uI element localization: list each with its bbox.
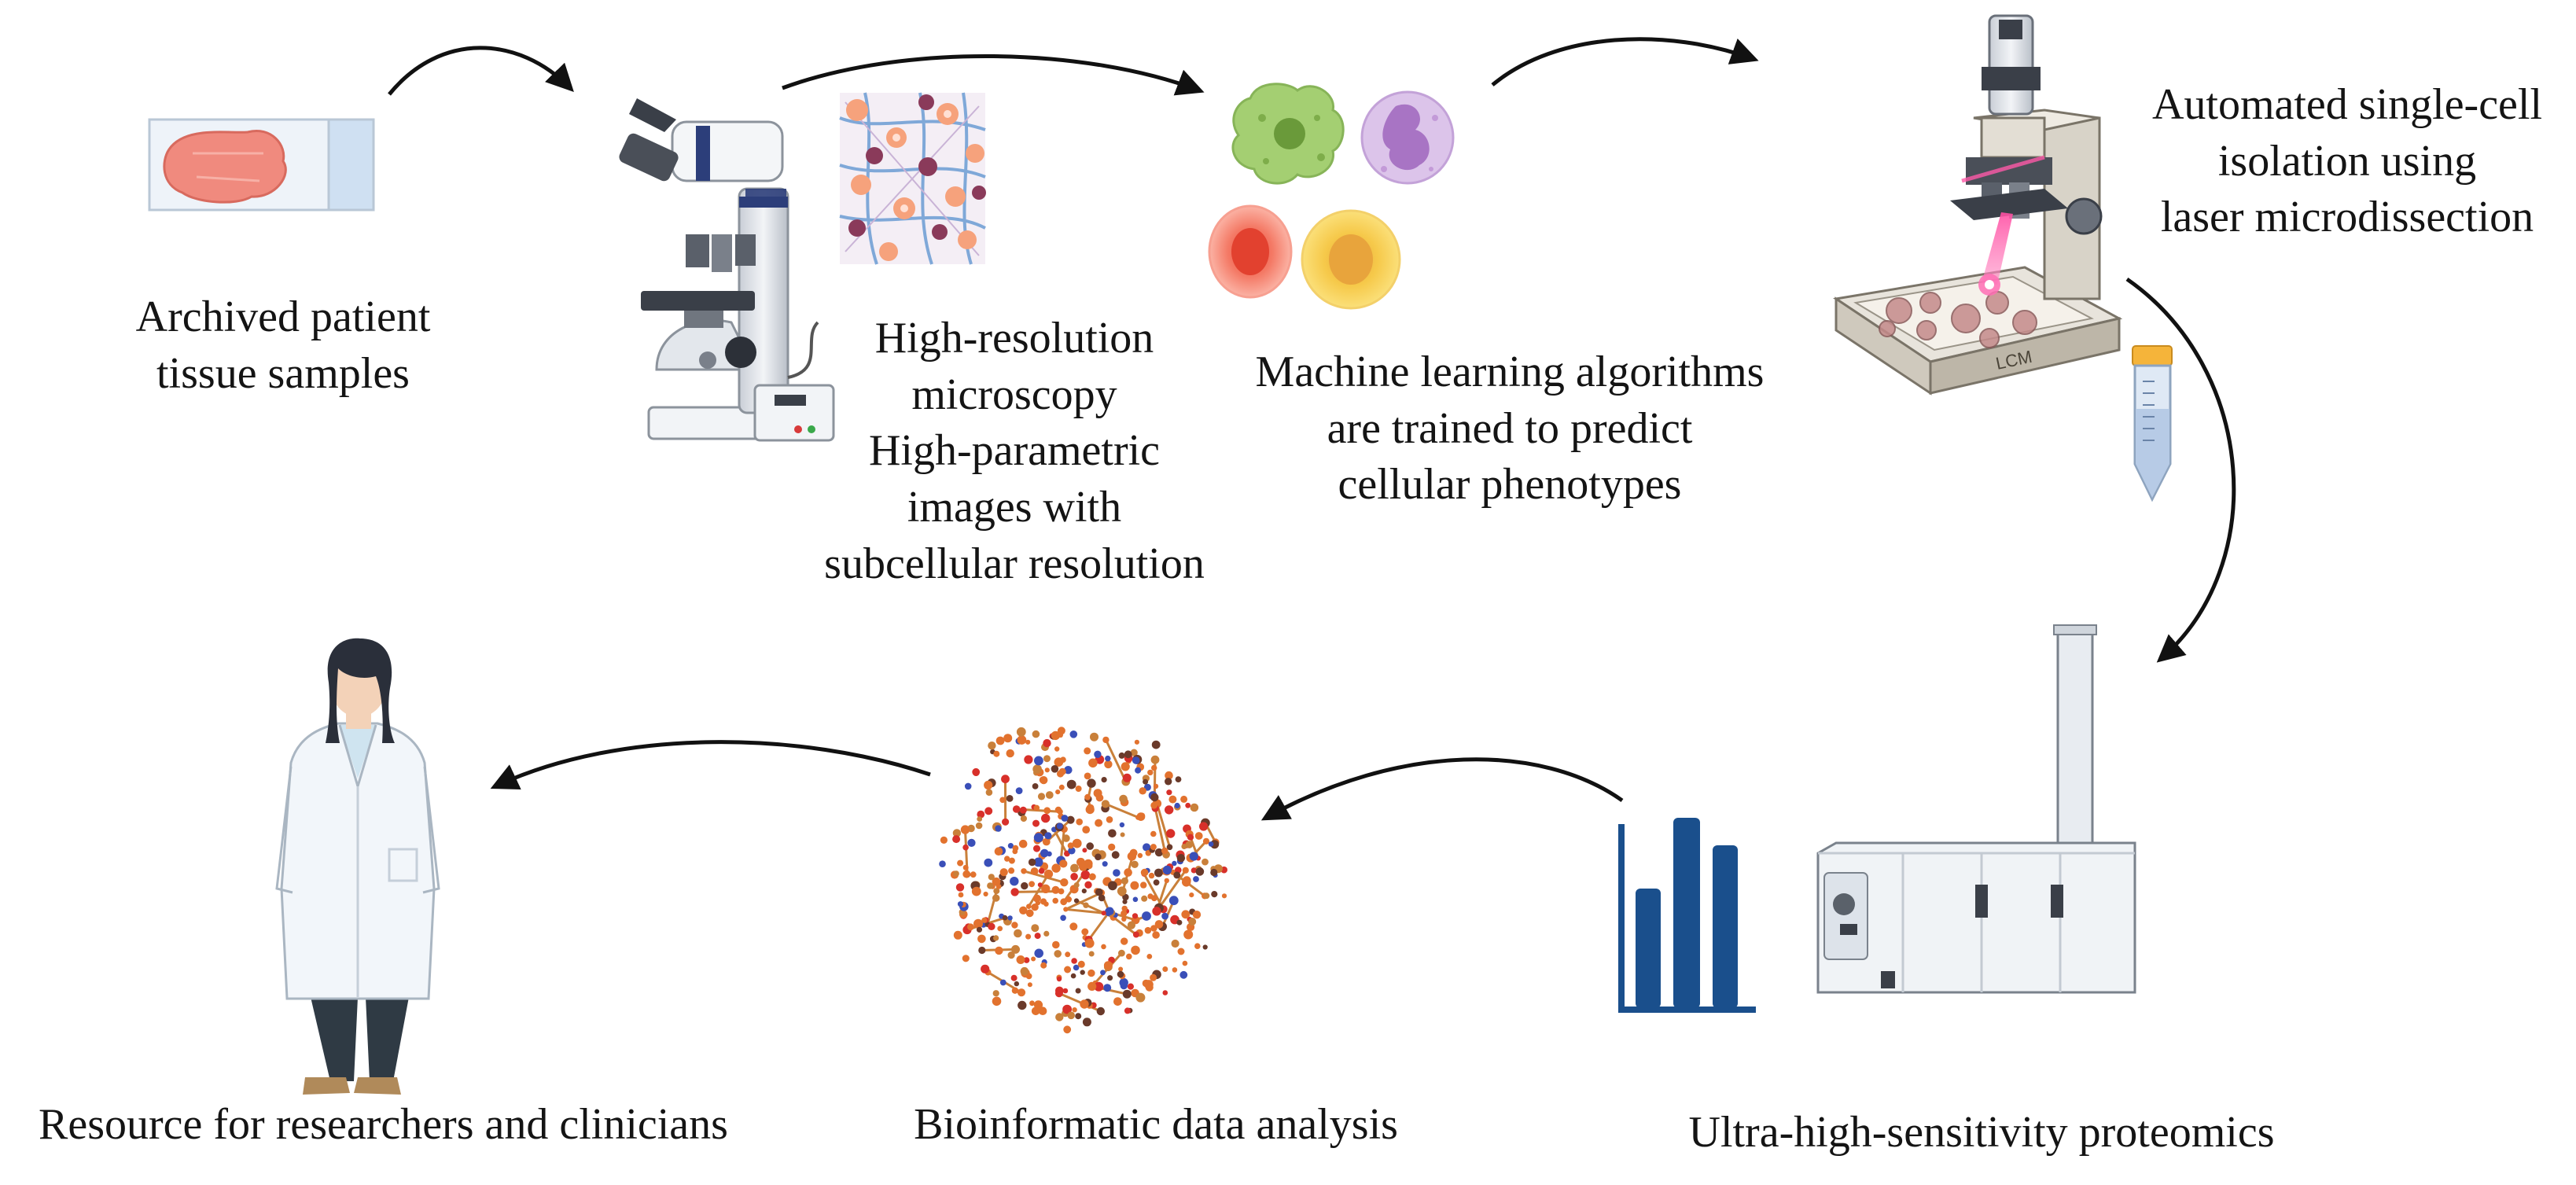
researcher-icon [275, 638, 440, 1095]
arrow-proteomics-to-bioinformatics [1260, 757, 1624, 821]
label-line: Ultra-high-sensitivity proteomics [1688, 1108, 2275, 1157]
tissue-slide-icon [148, 118, 375, 212]
label-line: images with [907, 483, 1122, 532]
label-line: Automated single-cell [2151, 80, 2543, 129]
label-line: Resource for researchers and clinicians [39, 1100, 728, 1149]
arrow-ml-to-lcm [1491, 37, 1759, 86]
light-microscope-icon [619, 98, 835, 442]
label-line: isolation using [2217, 136, 2477, 186]
flow-arrows [388, 37, 2236, 821]
molecular-network-icon [939, 727, 1227, 1034]
bar-chart-icon [1618, 818, 1756, 1013]
arrow-tissue-to-microscopy [388, 46, 574, 96]
label-resource: Resource for researchers and clinicians [0, 1097, 767, 1154]
label-line: microscopy [911, 370, 1117, 419]
laser-microdissection-icon: LCM [1833, 14, 2123, 396]
arrow-lcm-to-proteomics [2125, 277, 2236, 663]
label-line: High-parametric [868, 426, 1161, 476]
label-microscopy: High-resolution microscopy High-parametr… [778, 311, 1250, 592]
label-line: Archived patient [135, 293, 431, 341]
label-line: tissue samples [156, 348, 410, 398]
label-line: Machine learning algorithms [1255, 348, 1765, 396]
label-line: High-resolution [874, 314, 1154, 362]
label-line: subcellular resolution [824, 539, 1205, 588]
arrow-microscopy-to-ml [782, 54, 1205, 96]
arrow-bioinformatics-to-resource [490, 740, 931, 789]
mass-spectrometer-icon [1816, 624, 2136, 994]
label-line: are trained to predict [1327, 403, 1693, 453]
label-lcm: Automated single-cell isolation using la… [2123, 77, 2571, 246]
label-line: cellular phenotypes [1338, 460, 1682, 510]
label-tissue: Archived patient tissue samples [90, 289, 476, 402]
label-bioinformatics: Bioinformatic data analysis [834, 1097, 1478, 1154]
label-proteomics: Ultra-high-sensitivity proteomics [1620, 1105, 2343, 1161]
cell-types-icon [1208, 83, 1455, 310]
label-ml: Machine learning algorithms are trained … [1227, 344, 1793, 513]
sample-tube-icon [2132, 345, 2173, 502]
label-line: Bioinformatic data analysis [914, 1100, 1398, 1149]
label-line: laser microdissection [2160, 193, 2534, 242]
tissue-micrograph-icon [839, 92, 986, 265]
